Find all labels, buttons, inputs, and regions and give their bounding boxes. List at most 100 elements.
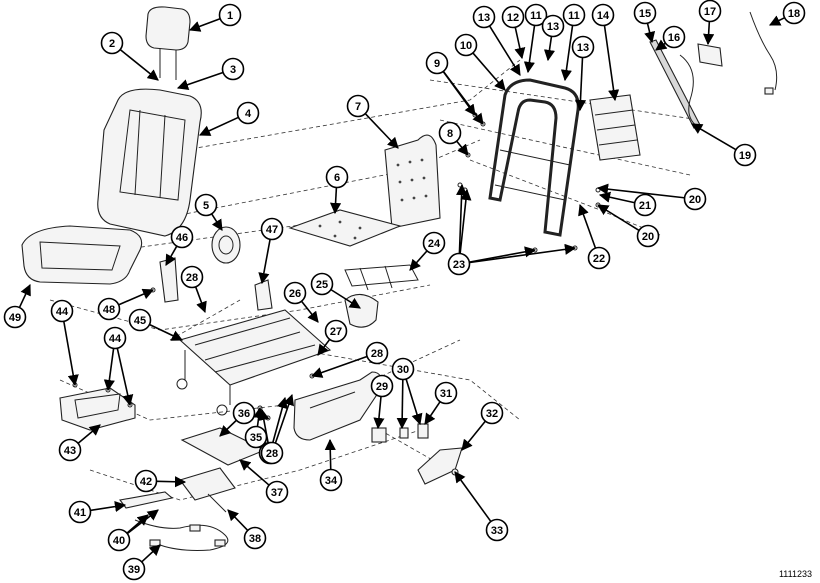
callout-circle xyxy=(194,193,218,217)
seat-cover-part xyxy=(59,387,136,431)
callout-leader xyxy=(103,348,115,392)
callout-leader xyxy=(597,204,640,231)
callout-circle xyxy=(260,441,284,465)
callout-number: 38 xyxy=(249,533,261,545)
callout-number: 1 xyxy=(227,10,233,22)
callout-circle xyxy=(128,308,152,332)
callout-leader xyxy=(272,396,288,443)
callout-circle xyxy=(58,438,82,462)
callout-number: 44 xyxy=(56,306,69,318)
callout-number: 7 xyxy=(355,101,361,113)
callout-number: 35 xyxy=(250,432,262,444)
callout-number: 13 xyxy=(478,12,490,24)
callout-12: 12 xyxy=(501,5,526,60)
latch-bracket-part xyxy=(254,279,273,311)
callout-circle xyxy=(283,281,307,305)
callout-43: 43 xyxy=(58,424,101,462)
callout-19: 19 xyxy=(691,123,757,167)
callout-number: 33 xyxy=(491,525,503,537)
callout-leader xyxy=(409,250,428,271)
seat-cushion-part xyxy=(21,225,143,285)
callout-circle xyxy=(3,305,27,329)
callout-circle xyxy=(636,224,660,248)
callout-leader xyxy=(472,52,506,91)
callout-28: 28 xyxy=(260,393,295,465)
callout-leader xyxy=(442,71,484,125)
callout-38: 38 xyxy=(227,509,267,550)
switch-module-part xyxy=(371,427,387,443)
callout-leader xyxy=(90,501,127,513)
callout-number: 28 xyxy=(186,272,198,284)
callout-number: 49 xyxy=(9,312,21,324)
callout-leader xyxy=(603,25,620,102)
callout-28: 28 xyxy=(180,265,207,314)
callout-leader xyxy=(120,49,159,81)
seat-back-frame-part xyxy=(488,78,580,237)
callout-9: 9 xyxy=(425,51,484,125)
callout-leader xyxy=(156,476,187,488)
callout-number: 21 xyxy=(639,200,651,212)
callout-circle xyxy=(438,121,462,145)
callout-leader xyxy=(195,287,207,314)
callout-leader xyxy=(574,57,587,112)
callout-circle xyxy=(310,272,334,296)
callout-number: 44 xyxy=(109,333,122,345)
callout-number: 2 xyxy=(109,38,115,50)
callout-21: 21 xyxy=(598,191,657,217)
callout-number: 43 xyxy=(64,445,76,457)
callout-number: 28 xyxy=(371,348,383,360)
callout-leader xyxy=(405,379,423,426)
callout-number: 48 xyxy=(103,304,115,316)
callout-circle xyxy=(180,265,204,289)
callout-33: 33 xyxy=(454,471,509,542)
callout-number: 16 xyxy=(668,32,680,44)
callout-36: 36 xyxy=(219,401,256,437)
callout-18: 18 xyxy=(768,1,806,26)
callout-leader xyxy=(258,239,271,285)
callout-circle xyxy=(122,557,146,581)
callout-number: 20 xyxy=(642,231,654,243)
callout-2: 2 xyxy=(100,31,159,81)
callout-48: 48 xyxy=(97,288,155,321)
callout-leader xyxy=(63,321,79,387)
callout-leader xyxy=(703,21,715,46)
callout-1: 1 xyxy=(188,3,242,32)
callout-circle xyxy=(243,526,267,550)
callout-circle xyxy=(170,225,194,249)
bar-part xyxy=(649,39,701,129)
wire-bracket-part xyxy=(344,264,419,291)
callout-leader xyxy=(365,113,399,149)
callout-circle xyxy=(434,381,458,405)
callout-42: 42 xyxy=(134,469,187,493)
callout-leader xyxy=(126,514,149,534)
callout-26: 26 xyxy=(283,281,319,323)
callout-39: 39 xyxy=(122,544,161,581)
callout-11: 11 xyxy=(560,3,586,82)
callout-circle xyxy=(683,187,707,211)
callout-leader xyxy=(489,25,521,76)
callout-circle xyxy=(633,193,657,217)
callout-leader xyxy=(127,509,159,534)
callout-circle xyxy=(454,33,478,57)
callout-leader xyxy=(188,18,220,32)
callout-5: 5 xyxy=(194,193,223,231)
callout-25: 25 xyxy=(310,272,361,309)
callout-circle xyxy=(221,57,245,81)
callout-circle xyxy=(346,94,370,118)
callout-30: 30 xyxy=(391,357,423,430)
callout-circle xyxy=(244,425,268,449)
callout-number: 13 xyxy=(547,21,559,33)
callout-number: 32 xyxy=(486,408,498,420)
callout-24: 24 xyxy=(409,231,446,271)
callout-13: 13 xyxy=(541,14,565,62)
callout-circle xyxy=(733,143,757,167)
callout-leader xyxy=(18,283,31,308)
callout-number: 40 xyxy=(113,535,125,547)
callout-leader xyxy=(691,123,736,151)
callout-15: 15 xyxy=(633,1,657,44)
callout-number: 39 xyxy=(128,564,140,576)
callout-circle xyxy=(524,3,548,27)
callout-leader xyxy=(165,246,178,266)
callout-number: 47 xyxy=(266,224,278,236)
